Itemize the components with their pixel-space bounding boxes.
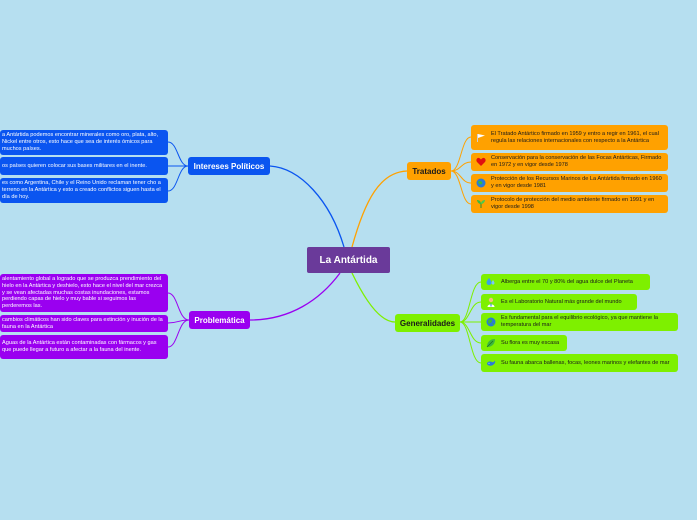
flag-icon — [475, 132, 486, 143]
leaf-text: Es el Laboratorio Natural más grande del… — [501, 298, 622, 305]
leaf-text: Es fundamental para el equilibrio ecológ… — [501, 315, 659, 328]
leaf-tratado-antartico[interactable]: El Tratado Antártico firmado en 1959 y e… — [471, 125, 668, 150]
leaf-tratado-recursos-marinos[interactable]: Protección de los Recursos Marinos de La… — [471, 174, 668, 192]
topic-label: Generalidades — [399, 318, 456, 328]
leaf-text: Protección de los Recursos Marinos de La… — [491, 176, 662, 189]
leaf-generalidades-equilibrio[interactable]: Es fundamental para el equilibrio ecológ… — [481, 313, 678, 331]
leaf-text: Su flora es muy escasa — [501, 339, 560, 346]
leaf-text: es como Argentina, Chile y el Reino Unid… — [2, 180, 161, 200]
topic-tratados[interactable]: Tratados — [407, 162, 451, 180]
topic-intereses-politicos[interactable]: Intereses Políticos — [188, 157, 270, 175]
globe-icon — [475, 178, 486, 189]
leaf-generalidades-laboratorio[interactable]: Es el Laboratorio Natural más grande del… — [481, 294, 637, 310]
link-intereses — [269, 165, 345, 248]
leaf-problematica-calentamiento[interactable]: alentamiento global a logrado que se pro… — [0, 274, 168, 312]
leaf-text: Aguas de la Antártica están contaminadas… — [2, 340, 157, 353]
central-topic[interactable]: La Antártida — [307, 247, 390, 273]
scientist-icon — [485, 297, 496, 308]
leaf-tratado-medio-ambiente[interactable]: Protocolo de protección del medio ambien… — [471, 195, 668, 213]
leaf-problematica-cambios-climaticos[interactable]: cambios climáticos han sido claves para … — [0, 315, 168, 332]
leaf-generalidades-agua-dulce[interactable]: Alberga entre el 70 y 80% del agua dulce… — [481, 274, 650, 290]
leaf-text: alentamiento global a logrado que se pro… — [2, 276, 163, 310]
leaf-intereses-minerales[interactable]: a Antártida podemos encontrar minerales … — [0, 130, 168, 155]
earth-icon — [485, 317, 496, 328]
leaf-text: Conservación para la conservación de las… — [491, 155, 662, 168]
topic-label: Tratados — [412, 166, 446, 176]
central-topic-label: La Antártida — [319, 254, 378, 266]
leaf-text: os países quieren colocar sus bases mili… — [2, 162, 147, 169]
leaf-tratado-focas[interactable]: Conservación para la conservación de las… — [471, 153, 668, 171]
topic-label: Problemática — [194, 315, 245, 325]
leaf-intereses-reclamos[interactable]: es como Argentina, Chile y el Reino Unid… — [0, 178, 168, 203]
whale-icon — [485, 358, 496, 369]
leaf-icon — [485, 338, 496, 349]
leaf-text: Protocolo de protección del medio ambien… — [491, 197, 655, 210]
leaf-text: Alberga entre el 70 y 80% del agua dulce… — [501, 278, 633, 285]
leaf-text: El Tratado Antártico firmado en 1959 y e… — [491, 130, 659, 144]
leaf-text: a Antártida podemos encontrar minerales … — [2, 132, 159, 152]
link-problematica — [249, 272, 341, 321]
plant-icon — [475, 199, 486, 210]
leaf-text: cambios climáticos han sido claves para … — [2, 316, 163, 330]
leaf-generalidades-flora[interactable]: Su flora es muy escasa — [481, 335, 567, 351]
topic-problematica[interactable]: Problemática — [189, 311, 250, 329]
link-generalidades — [351, 272, 396, 323]
leaf-problematica-aguas-contaminadas[interactable]: Aguas de la Antártica están contaminadas… — [0, 335, 168, 359]
leaf-text: Su fauna abarca ballenas, focas, leones … — [501, 359, 670, 366]
topic-generalidades[interactable]: Generalidades — [395, 314, 460, 332]
leaf-generalidades-fauna[interactable]: Su fauna abarca ballenas, focas, leones … — [481, 354, 678, 372]
topic-label: Intereses Políticos — [193, 161, 265, 171]
heart-icon — [475, 157, 486, 168]
leaf-intereses-bases-militares[interactable]: os países quieren colocar sus bases mili… — [0, 157, 168, 175]
link-tratados — [351, 170, 408, 248]
water-drops-icon — [485, 277, 496, 288]
